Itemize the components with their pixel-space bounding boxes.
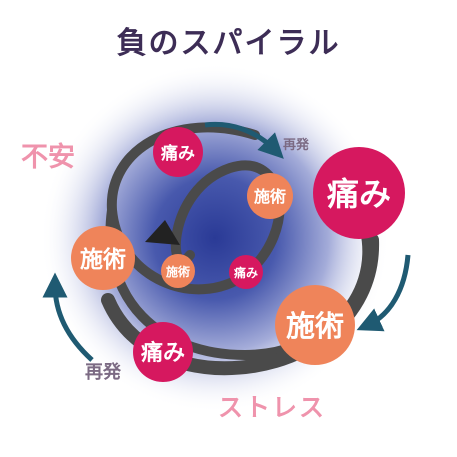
stress-label: ストレス — [218, 393, 326, 422]
anxiety-label: 不安 — [21, 142, 75, 173]
arrow-top — [204, 121, 284, 159]
node-pain-top-label: 痛み — [161, 143, 195, 164]
start-triangle-icon — [145, 220, 180, 245]
relapse-label-top: 再発 — [283, 137, 310, 153]
arrow-right — [356, 254, 411, 332]
node-treatment-small-label: 施術 — [166, 264, 190, 279]
node-treatment-large: 施術 — [275, 285, 355, 365]
node-pain-small: 痛み — [229, 255, 263, 289]
node-treatment-left-label: 施術 — [80, 246, 126, 273]
node-pain-small-label: 痛み — [233, 265, 258, 280]
node-pain-bottom: 痛み — [133, 322, 193, 382]
node-pain-top: 痛み — [153, 127, 203, 177]
page-title: 負のスパイラル — [116, 26, 341, 61]
node-pain-large: 痛み — [313, 147, 405, 239]
node-pain-bottom-label: 痛み — [141, 340, 185, 366]
arrow-left — [42, 272, 94, 362]
node-treatment-inner-label: 施術 — [254, 187, 286, 206]
node-treatment-inner: 施術 — [247, 173, 293, 219]
node-treatment-small: 施術 — [161, 254, 195, 288]
spiral-outer-band — [101, 233, 380, 376]
relapse-label-bottom: 再発 — [85, 361, 122, 383]
node-pain-large-label: 痛み — [327, 175, 391, 213]
node-treatment-large-label: 施術 — [286, 309, 344, 343]
node-treatment-left: 施術 — [71, 226, 135, 290]
